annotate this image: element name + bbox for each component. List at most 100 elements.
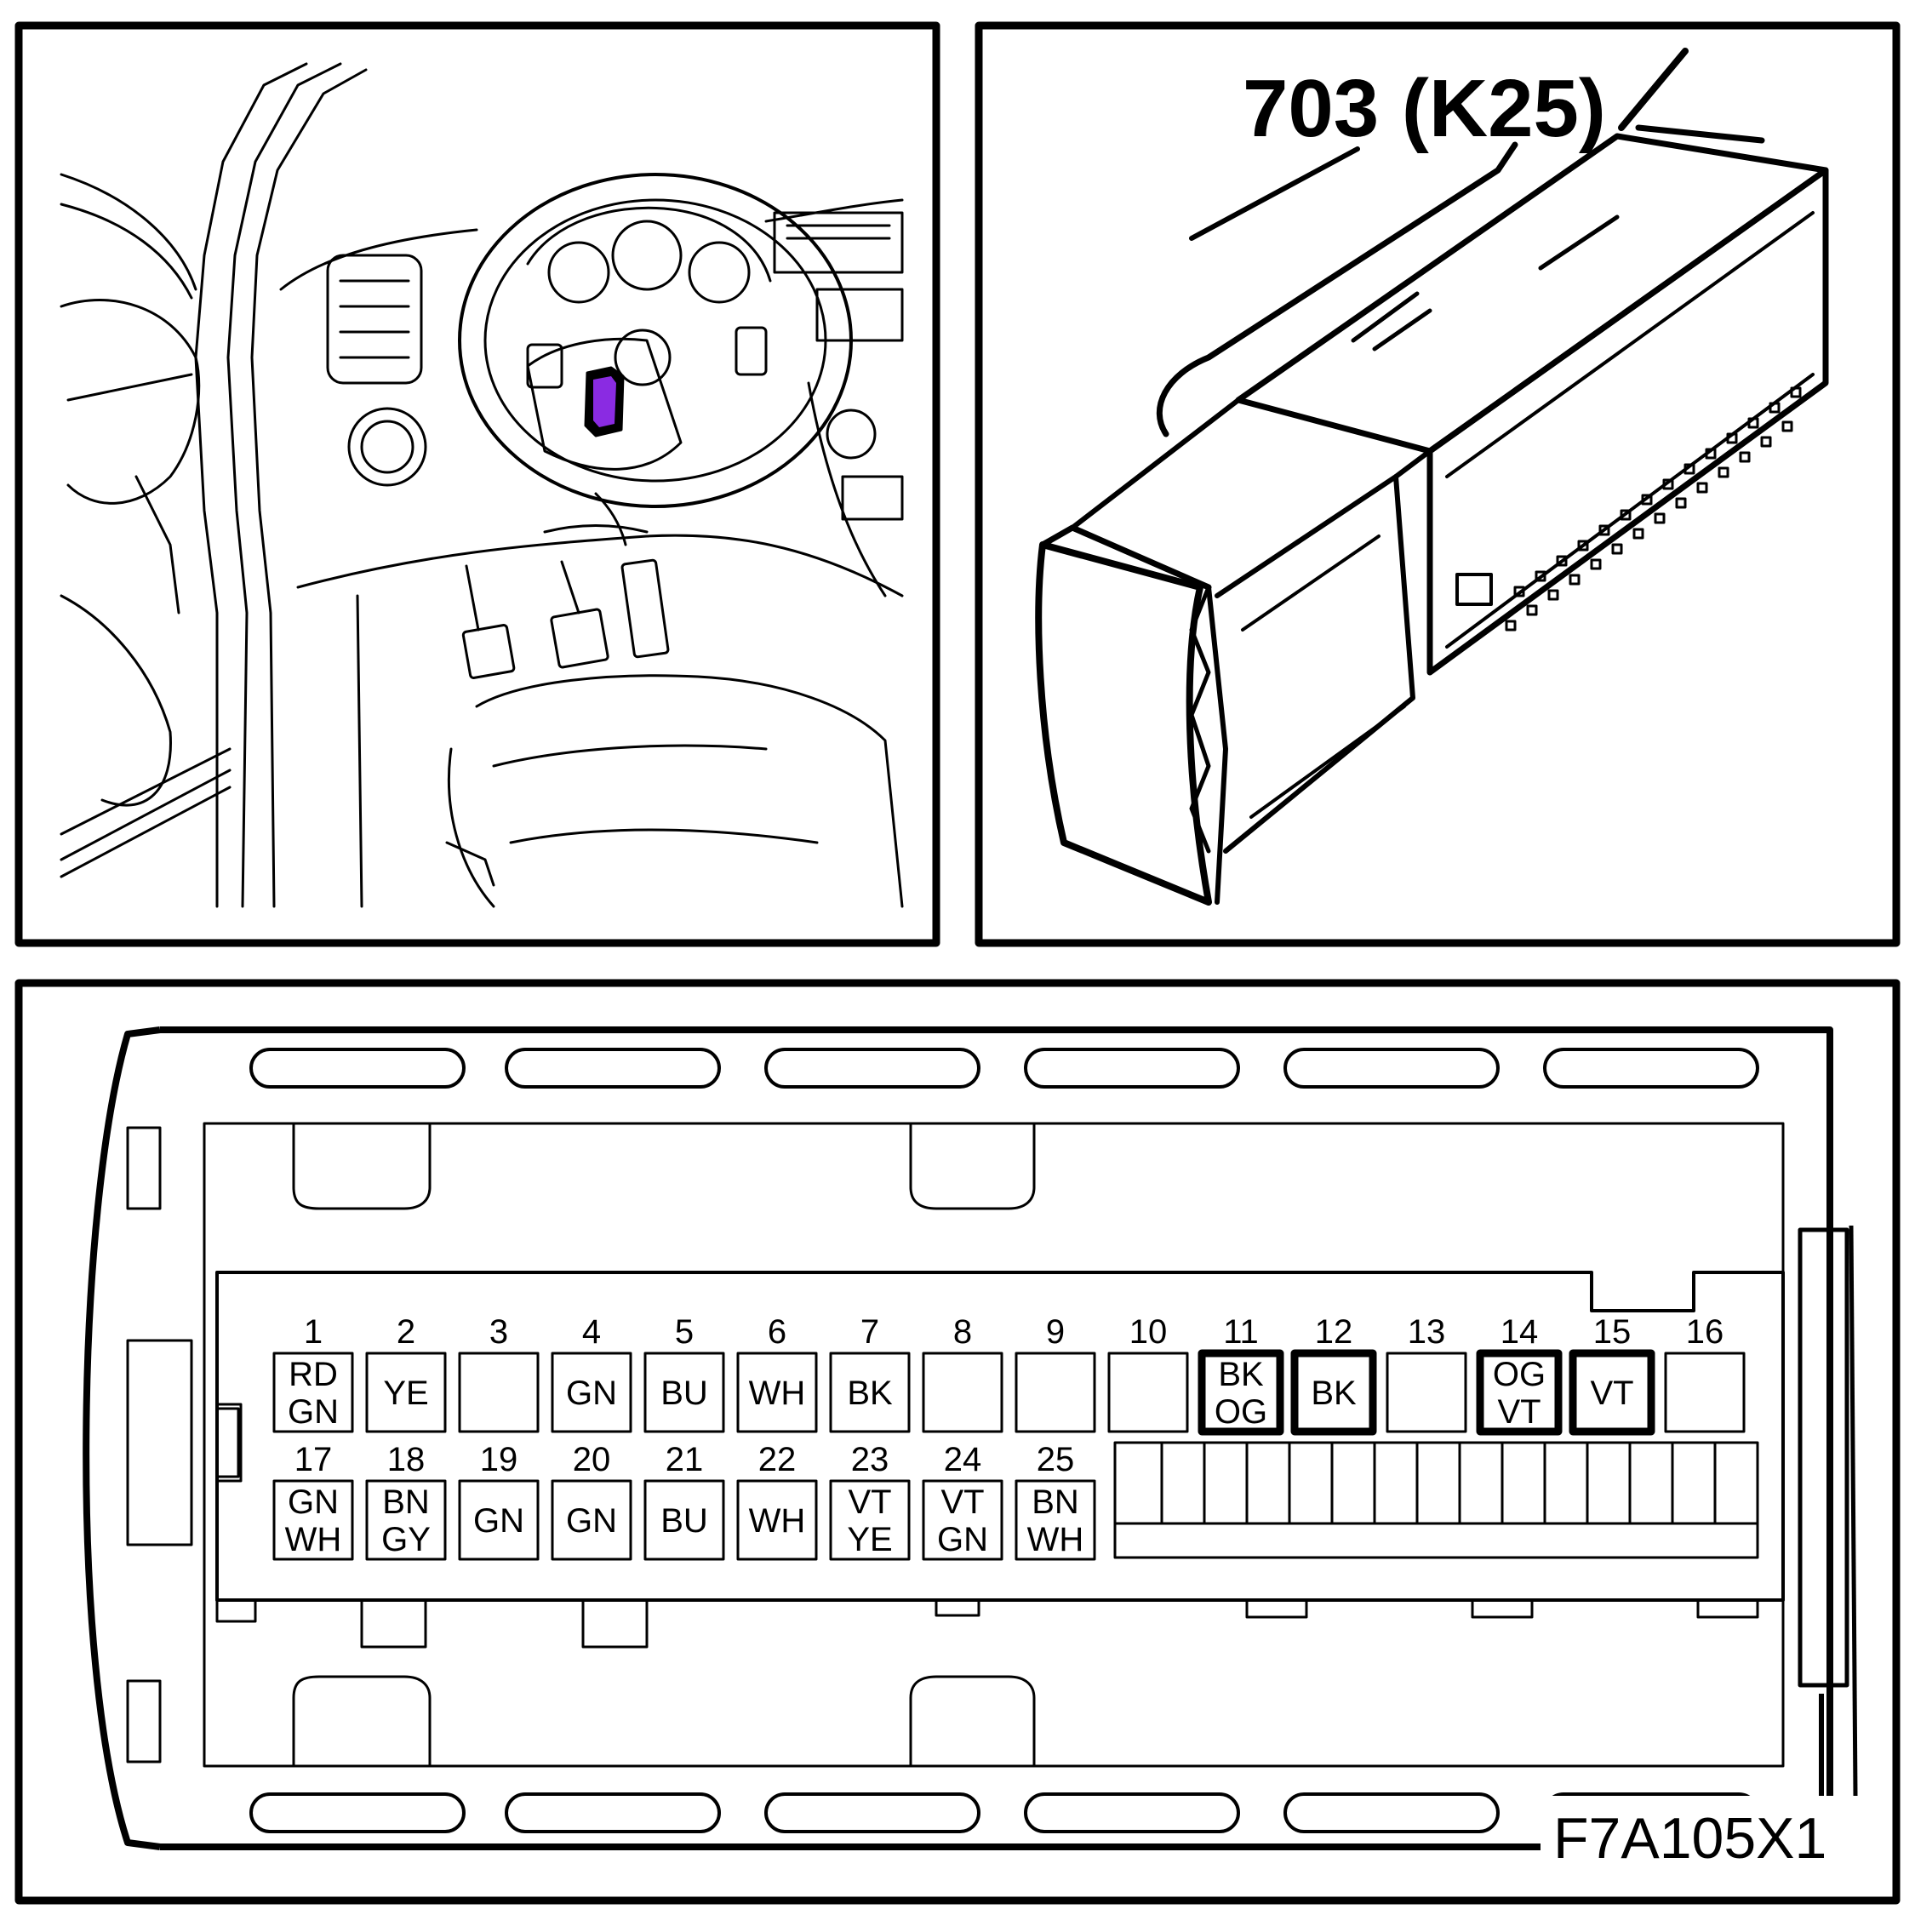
wire-color: BN [382,1483,430,1521]
guide-slot [1024,1792,1240,1833]
connector-front-cover [1035,541,1212,906]
side-pin-hole [1641,494,1653,506]
wire-color-stripe: GY [381,1521,431,1558]
door-window-edge-2 [60,203,193,300]
upper-latch-center [909,1123,1036,1210]
seat-front-edge [448,747,495,908]
connector-housing-top [1235,133,1829,454]
accelerator-pedal [620,558,670,659]
guide-slot [1543,1048,1759,1089]
wire-color-stripe: OG [1215,1393,1267,1431]
pin-number: 5 [675,1313,694,1351]
pedal-arm [465,564,480,632]
pin-cavity [922,1352,1003,1433]
wire-color: BU [660,1375,708,1412]
seat-seam [492,744,768,768]
pin-number: 20 [573,1441,611,1478]
brake-pedal [550,608,609,669]
side-pin-hole [1556,555,1568,567]
pin-number: 14 [1501,1313,1539,1351]
guide-slot [1283,1792,1500,1833]
lower-latch-left [292,1675,432,1766]
cover-housing-join [1070,397,1241,530]
console-switches [841,475,904,521]
pin-number: 8 [953,1313,972,1351]
pin-cavity [551,1352,632,1433]
guide-slot [1024,1048,1240,1089]
pin-number: 19 [480,1441,518,1478]
dashboard-top-left [279,228,478,291]
pin-number: 7 [860,1313,879,1351]
pin-cavity [1198,1349,1284,1436]
wire-color: BK [1311,1375,1357,1412]
latch-slot [1351,291,1420,343]
pin-number: 15 [1593,1313,1632,1351]
wire-color: YE [383,1375,428,1412]
console-edge [807,381,887,597]
seat-cushion-top [475,674,904,908]
pin-9: 9 [1015,1313,1096,1433]
connector-panel-frame [975,21,1901,947]
pin-cavity [365,1352,447,1433]
pin-number: 22 [758,1441,797,1478]
pin-number: 6 [768,1313,786,1351]
pin-10: 10 [1107,1313,1189,1433]
pin-cavity [736,1479,818,1561]
right-lock-edge [1849,1225,1858,1797]
cover-inner-rail [1241,534,1381,632]
pin-cavity [1107,1352,1189,1433]
pin-6: 6WH [736,1313,818,1433]
pin-cavity [1569,1349,1655,1436]
pin-2: 2YE [365,1313,447,1433]
steering-column [594,492,627,546]
pin-block-outline [215,1271,1785,1602]
pin-cavity [458,1352,540,1433]
housing-outline [160,1026,1833,1850]
pin-cavity [643,1479,725,1561]
steering-wheel-hub [526,337,683,471]
door-sill-line-3 [60,786,232,878]
pin-cavity [458,1479,540,1561]
dashboard-top-right [764,198,904,223]
door-window-edge [60,173,197,291]
pin-cavity [272,1479,354,1561]
guide-slot [249,1792,466,1833]
pin-cavity [551,1479,632,1561]
wire-color: VT [940,1483,984,1521]
dashboard-lower-edge [296,534,904,597]
wire-color: BK [1218,1356,1264,1393]
pin-number: 17 [294,1441,333,1478]
side-pin-hole [1675,497,1687,509]
guide-slot [764,1792,980,1833]
wire-color: GN [473,1502,524,1540]
cover-teeth [1189,585,1211,854]
radio-unit [773,211,904,274]
door-mirror-housing [60,299,201,505]
pin-block-foot [360,1598,427,1649]
side-pin-hole [1535,570,1546,582]
left-tab-2 [126,1679,162,1763]
side-pin-hole [1781,420,1793,432]
connector-label: 703 (K25) [1243,63,1606,154]
pin-cavity [365,1479,447,1561]
pin-4: 4GN [551,1313,632,1433]
pin-cavity [1386,1352,1467,1433]
side-pin-hole [1654,512,1666,524]
side-latch-window [1455,573,1493,606]
figure-code: F7A105X1 [1553,1806,1826,1871]
guide-slot [505,1792,721,1833]
guide-slot [249,1048,466,1089]
side-pin-hole [1662,478,1674,490]
door-handle-line [134,475,180,614]
pin-cavity [829,1352,911,1433]
a-pillar-trim [250,68,368,908]
pin-number: 21 [666,1441,704,1478]
column-cover [543,524,649,534]
seat-adjuster [445,841,495,887]
side-pin-hole [1611,543,1623,555]
left-air-vent [326,254,423,385]
